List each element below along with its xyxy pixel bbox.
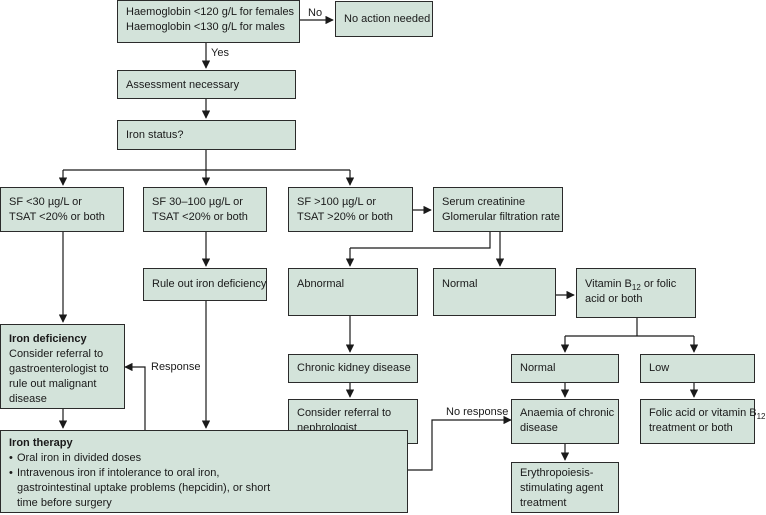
sf-mid-line-1: SF 30–100 µg/L or bbox=[152, 196, 243, 208]
normal-vit-box: Normal bbox=[511, 354, 619, 383]
serum-line-1: Serum creatinine bbox=[442, 196, 526, 208]
assessment-text: Assessment necessary bbox=[126, 79, 240, 91]
iron-deficiency-line-4: disease bbox=[9, 393, 47, 405]
iron-deficiency-title: Iron deficiency bbox=[9, 333, 87, 345]
iron-status-text: Iron status? bbox=[126, 129, 184, 141]
connector-serum-split bbox=[350, 232, 491, 249]
iron-status-box: Iron status? bbox=[117, 120, 296, 150]
arrow-therapy-no-response bbox=[408, 415, 512, 471]
iron-deficiency-line-3: rule out malignant bbox=[9, 378, 97, 390]
serum-line-2: Glomerular filtration rate bbox=[442, 211, 560, 223]
normal-vit-text: Normal bbox=[520, 362, 556, 374]
vitamin-line-1: Vitamin B12 or folic bbox=[585, 278, 677, 293]
connector-vitamin-split bbox=[565, 318, 694, 337]
assessment-box: Assessment necessary bbox=[117, 70, 296, 99]
esa-line-2: stimulating agent bbox=[520, 482, 604, 494]
rule-out-text: Rule out iron deficiency bbox=[152, 278, 267, 290]
iron-deficiency-line-2: gastroenterologist to bbox=[9, 363, 109, 375]
no-action-box: No action needed bbox=[335, 1, 433, 37]
esa-line-1: Erythropoiesis- bbox=[520, 467, 594, 479]
anaemia-line-1: Anaemia of chronic bbox=[520, 407, 615, 419]
sf-low-line-2: TSAT <20% or both bbox=[9, 211, 105, 223]
normal-gfr-box: Normal bbox=[433, 268, 556, 316]
folic-line-1: Folic acid or vitamin B12 bbox=[649, 407, 766, 422]
low-vit-box: Low bbox=[640, 354, 755, 383]
iron-therapy-bullet-1: Oral iron in divided doses bbox=[9, 451, 399, 466]
screening-line-1: Haemoglobin <120 g/L for females bbox=[126, 6, 295, 18]
iron-therapy-box: Iron therapy Oral iron in divided doses … bbox=[0, 430, 408, 513]
serum-box: Serum creatinine Glomerular filtration r… bbox=[433, 187, 563, 232]
edge-label-yes: Yes bbox=[211, 47, 229, 59]
sf-high-line-2: TSAT >20% or both bbox=[297, 211, 393, 223]
anaemia-line-2: disease bbox=[520, 422, 558, 434]
sf-mid-box: SF 30–100 µg/L or TSAT <20% or both bbox=[143, 187, 267, 232]
edge-label-response: Response bbox=[151, 361, 201, 373]
ckd-box: Chronic kidney disease bbox=[288, 354, 418, 383]
vitamin-line-2: acid or both bbox=[585, 293, 643, 305]
sf-low-line-1: SF <30 µg/L or bbox=[9, 196, 82, 208]
abnormal-box: Abnormal bbox=[288, 268, 418, 316]
esa-box: Erythropoiesis- stimulating agent treatm… bbox=[511, 462, 619, 513]
screening-line-2: Haemoglobin <130 g/L for males bbox=[126, 21, 285, 33]
iron-therapy-title: Iron therapy bbox=[9, 437, 73, 449]
folic-line-2: treatment or both bbox=[649, 422, 733, 434]
folic-treatment-box: Folic acid or vitamin B12 treatment or b… bbox=[640, 399, 766, 444]
normal-gfr-text: Normal bbox=[442, 278, 478, 290]
iron-deficiency-box: Iron deficiency Consider referral to gas… bbox=[0, 324, 125, 409]
iron-therapy-bullet-2: Intravenous iron if intolerance to oral … bbox=[9, 466, 399, 511]
low-vit-text: Low bbox=[649, 362, 670, 374]
iron-deficiency-line-1: Consider referral to bbox=[9, 348, 104, 360]
no-action-text: No action needed bbox=[344, 13, 431, 25]
sf-high-line-1: SF >100 µg/L or bbox=[297, 196, 377, 208]
sf-low-box: SF <30 µg/L or TSAT <20% or both bbox=[0, 187, 124, 232]
sf-mid-line-2: TSAT <20% or both bbox=[152, 211, 248, 223]
connector-iron-status-split bbox=[63, 150, 350, 171]
arrow-therapy-response bbox=[124, 362, 146, 430]
screening-box: Haemoglobin <120 g/L for females Haemogl… bbox=[117, 0, 300, 43]
vitamin-box: Vitamin B12 or folic acid or both bbox=[576, 268, 696, 318]
nephrologist-line-1: Consider referral to bbox=[297, 407, 392, 419]
edge-label-no-response: No response bbox=[446, 406, 509, 418]
anaemia-chronic-box: Anaemia of chronic disease bbox=[511, 399, 619, 444]
rule-out-box: Rule out iron deficiency bbox=[143, 268, 267, 301]
edge-label-no: No bbox=[308, 7, 323, 19]
ckd-text: Chronic kidney disease bbox=[297, 362, 411, 374]
esa-line-3: treatment bbox=[520, 497, 567, 509]
sf-high-box: SF >100 µg/L or TSAT >20% or both bbox=[288, 187, 413, 232]
abnormal-text: Abnormal bbox=[297, 278, 345, 290]
